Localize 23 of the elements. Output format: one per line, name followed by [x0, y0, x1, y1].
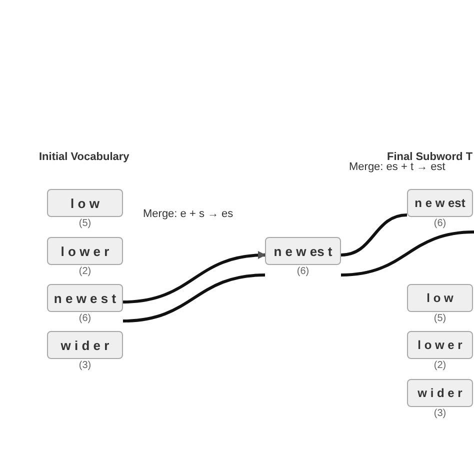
- frequency-count: (3): [78, 360, 92, 371]
- token-box: l o w: [407, 284, 473, 312]
- frequency-count: (6): [296, 266, 310, 277]
- token-box: l o w e r: [47, 237, 123, 265]
- column-heading: Final Subword T: [387, 151, 473, 163]
- frequency-count: (5): [78, 218, 92, 229]
- frequency-count: (6): [78, 313, 92, 324]
- merge-label: Merge: e + s → es: [143, 208, 234, 220]
- connector-arrow: [122, 251, 266, 304]
- frequency-count: (5): [434, 313, 446, 324]
- token-box: w i d e r: [47, 331, 123, 359]
- column-heading: Initial Vocabulary: [39, 151, 130, 163]
- token-box: n e w e s t: [47, 284, 123, 312]
- token-box: n e w est: [407, 189, 473, 217]
- token-box: n e w es t: [265, 237, 341, 265]
- token-box: l o w: [47, 189, 123, 217]
- frequency-count: (6): [434, 218, 446, 229]
- frequency-count: (2): [434, 360, 446, 371]
- frequency-count: (2): [78, 266, 92, 277]
- token-box: w i d e r: [407, 379, 473, 407]
- token-box: l o w e r: [407, 331, 473, 359]
- frequency-count: (3): [434, 408, 446, 419]
- merge-label: Merge: es + t → est: [349, 161, 446, 173]
